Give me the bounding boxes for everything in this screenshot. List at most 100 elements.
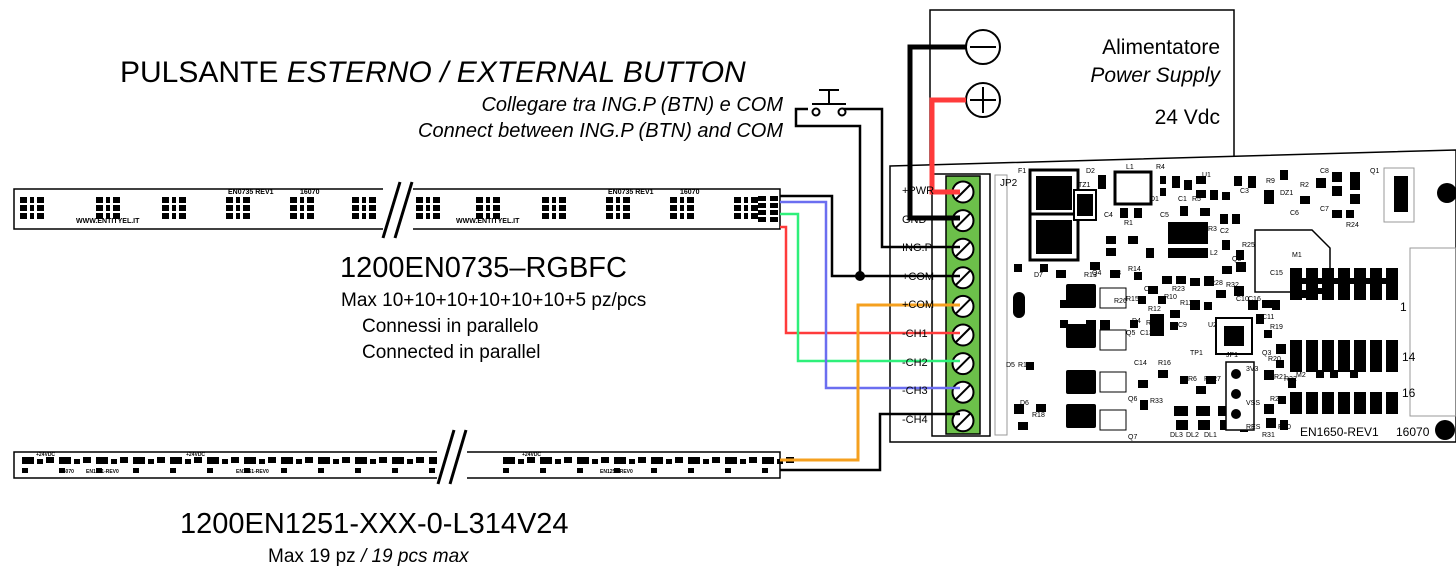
board-date: 16070 [1396, 425, 1430, 439]
ch4-wire [780, 412, 960, 472]
component-label: R20 [1268, 356, 1281, 363]
rgb-pcb-code-2: EN0735 REV1 [608, 189, 654, 196]
component-label: D3 [1112, 270, 1121, 277]
component-label: R6 [1188, 376, 1197, 383]
button-note-it: Collegare tra ING.P (BTN) e COM [481, 94, 783, 116]
component-label: R32 [1226, 282, 1239, 289]
single-pcb-code-3: EN1251-REV0 [600, 469, 633, 475]
component-label: D5 [1006, 362, 1015, 369]
single-color-strip [13, 451, 781, 479]
single-pcb-date: 16070 [60, 469, 74, 475]
component-label: R21 [1274, 374, 1287, 381]
single-pcb-code-1: EN1251-REV0 [86, 469, 119, 475]
component-label: DL1 [1204, 432, 1217, 439]
component-label: R33 [1150, 398, 1163, 405]
component-label: D4 [1132, 318, 1141, 325]
component-label: C15 [1270, 270, 1283, 277]
component-label: R11 [1180, 300, 1193, 307]
power-supply-name-en: Power Supply [1090, 64, 1220, 87]
board-rev: EN1650-REV1 [1300, 425, 1379, 439]
component-label: C16 [1248, 296, 1261, 303]
single-strip-max-italic: / 19 pcs max [360, 546, 469, 567]
component-label: L2 [1210, 250, 1218, 257]
component-label: C8 [1320, 168, 1329, 175]
button-wire-com [794, 107, 862, 276]
component-label: F1 [1018, 168, 1027, 175]
rgb-pcb-url-2: WWW.ENTITYEL.IT [456, 218, 520, 225]
component-label: D7 [1034, 272, 1043, 279]
component-label: C3 [1240, 188, 1249, 195]
rgb-pcb-date-2: 16070 [680, 189, 700, 196]
single-pcb-label-1: +24VDC [36, 452, 56, 458]
mounting-hole-icon [1437, 183, 1456, 203]
power-positive-wire [929, 97, 966, 195]
single-strip-max: Max 19 pz / 19 pcs max [268, 546, 469, 568]
terminal-pin-label: +COM [902, 299, 935, 312]
rgb-pcb-url-1: WWW.ENTITYEL.IT [76, 218, 140, 225]
button-title-italic: ESTERNO / EXTERNAL BUTTON [286, 56, 746, 89]
component-label: VSS [1246, 400, 1261, 407]
component-label: C7 [1320, 206, 1329, 213]
component-label: R2 [1300, 182, 1309, 189]
component-label: Q1 [1370, 168, 1380, 175]
component-label: 16 [1402, 386, 1416, 400]
rgb-pcb-date-1: 16070 [300, 189, 320, 196]
component-label: Q4 [1092, 270, 1102, 277]
component-label: Q7 [1128, 434, 1138, 441]
component-label: R14 [1128, 266, 1141, 273]
component-label: 3V3 [1246, 366, 1259, 373]
component-label: R12 [1148, 306, 1161, 313]
component-label: TZ1 [1078, 182, 1091, 189]
component-label: C12 [1144, 286, 1157, 293]
rgb-strip-model: 1200EN0735–RGBFC [340, 252, 627, 284]
ch1-wire [780, 225, 960, 335]
component-label: R26 [1114, 298, 1127, 305]
component-label: R8 [1204, 376, 1213, 383]
component-label: R16 [1158, 360, 1171, 367]
component-label: Q3 [1262, 350, 1272, 357]
rgb-strip-max: Max 10+10+10+10+10+10+5 pz/pcs [341, 290, 647, 311]
component-label: R9 [1266, 178, 1275, 185]
component-label: M2 [1296, 372, 1306, 379]
component-label: JP1 [1226, 352, 1239, 359]
component-label: R13 [1084, 272, 1097, 279]
component-label: C10 [1236, 296, 1249, 303]
component-label: C9 [1178, 322, 1187, 329]
component-label: U2 [1208, 322, 1217, 329]
single-pcb-label-2: +24VDC [186, 452, 206, 458]
component-label: C5 [1160, 212, 1169, 219]
component-label: R17 [1018, 362, 1031, 369]
component-label: R7 [1212, 376, 1221, 383]
component-label: TP1 [1190, 350, 1203, 357]
junction-dot [855, 271, 865, 281]
button-note-en: Connect between ING.P (BTN) and COM [418, 120, 783, 142]
component-label: DL2 [1186, 432, 1199, 439]
component-label: R23 [1172, 286, 1185, 293]
terminal-pin-label: -CH1 [902, 328, 928, 340]
component-label: C2 [1220, 228, 1229, 235]
component-label: R4 [1156, 164, 1165, 171]
component-label: R30 [1278, 424, 1291, 431]
component-label: C6 [1290, 210, 1299, 217]
terminal-pin-label: GND [902, 213, 927, 226]
component-label: D2 [1086, 168, 1095, 175]
button-title-plain: PULSANTE [120, 56, 279, 89]
single-com-wire [780, 303, 960, 462]
component-label: 14 [1402, 350, 1416, 364]
component-label: RES [1246, 424, 1261, 431]
component-label: RR1 [1146, 320, 1161, 327]
push-button-icon [811, 89, 847, 117]
rgb-parallel-en: Connected in parallel [362, 342, 541, 363]
component-label: C11 [1262, 314, 1275, 321]
component-label: D6 [1020, 400, 1029, 407]
rgb-parallel-it: Connessi in parallelo [362, 316, 539, 337]
component-label: M1 [1292, 252, 1302, 259]
component-label: R15 [1126, 296, 1139, 303]
component-label: DL3 [1170, 432, 1183, 439]
component-label: C14 [1134, 360, 1147, 367]
component-label: R3 [1208, 226, 1217, 233]
mounting-hole-icon [1435, 420, 1455, 440]
terminal-screws [951, 180, 975, 433]
single-pcb-label-3: +24VDC [522, 452, 542, 458]
terminal-pin-label: -CH2 [902, 356, 928, 369]
